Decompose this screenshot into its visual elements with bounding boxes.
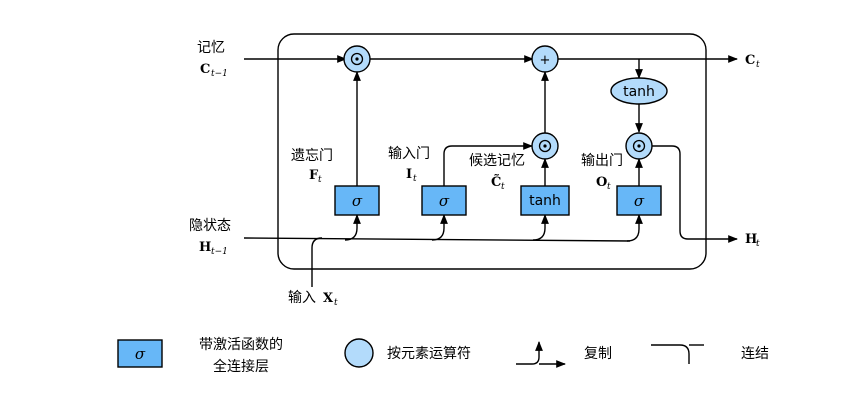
- memory-tanh-op: tanh: [610, 77, 668, 105]
- output-gate: σ: [616, 185, 662, 216]
- candidate-gate: tanh: [520, 185, 570, 216]
- input-x-symbol: X: [323, 291, 334, 306]
- legend-copy-label: 复制: [584, 345, 612, 362]
- forget-multiply-op: [343, 45, 371, 73]
- output-gate-sigma: σ: [634, 192, 645, 210]
- legend: σ 带激活函数的 全连接层 按元素运算符 复制 连结: [117, 336, 769, 375]
- legend-op-swatch: [344, 338, 374, 368]
- input-gate-sigma: σ: [439, 192, 450, 210]
- lstm-cell-boundary: [277, 33, 707, 270]
- candidate-sub: t: [501, 182, 505, 192]
- memory-in-label: 记忆: [197, 40, 225, 56]
- legend-copy-arrow: [516, 341, 543, 365]
- input-gate: σ: [421, 185, 467, 216]
- input-x-label: 输入: [288, 290, 316, 306]
- forget-gate-sigma: σ: [352, 192, 363, 210]
- to-input-gate-wire: [431, 214, 448, 241]
- to-output-gate-wire: [626, 214, 643, 242]
- legend-copy-item: 复制: [516, 341, 612, 368]
- hidden-out-symbol: H: [745, 232, 757, 247]
- add-op-symbol: +: [540, 53, 551, 68]
- input-gate-label: 输入门: [388, 146, 430, 162]
- legend-concat-line: [651, 344, 690, 364]
- legend-fc-swatch: [117, 339, 163, 368]
- legend-concat-item: 连结: [651, 344, 769, 364]
- input-gate-sub: t: [413, 174, 417, 184]
- memory-tanh-label: tanh: [623, 84, 655, 100]
- memory-out-symbol: C: [745, 53, 755, 68]
- hidden-in-label: 隐状态: [189, 218, 231, 234]
- candidate-label: 候选记忆: [469, 153, 525, 169]
- to-candidate-gate-wire: [532, 214, 549, 241]
- output-gate-label: 输出门: [581, 153, 623, 169]
- legend-op-item: 按元素运算符: [344, 338, 471, 368]
- legend-fc-line1: 带激活函数的: [199, 336, 283, 353]
- legend-fc-item: σ 带激活函数的 全连接层: [117, 336, 283, 375]
- legend-fc-sigma: σ: [135, 345, 146, 363]
- legend-op-label: 按元素运算符: [387, 346, 471, 362]
- candidate-symbol: C̃: [491, 174, 501, 190]
- output-gate-sub: t: [607, 182, 611, 192]
- forget-gate-sub: t: [318, 175, 322, 185]
- hidden-in-sub: t−1: [211, 247, 228, 257]
- add-op: +: [531, 45, 559, 73]
- forget-gate-symbol: F: [309, 168, 319, 183]
- legend-concat-label: 连结: [741, 346, 769, 362]
- candidate-gate-tanh: tanh: [529, 193, 561, 209]
- hidden-out-sub: t: [756, 239, 760, 249]
- to-forget-gate-wire: [344, 214, 361, 241]
- input-gate-symbol: I: [406, 167, 412, 182]
- output-gate-symbol: O: [596, 175, 607, 190]
- legend-fc-line2: 全连接层: [213, 358, 269, 375]
- memory-out-sub: t: [756, 60, 760, 70]
- candidate-multiply-op: [531, 132, 559, 160]
- forget-gate-label: 遗忘门: [291, 148, 333, 164]
- input-x-wire: [311, 237, 323, 287]
- input-x-sub: t: [334, 298, 338, 308]
- input-gate-to-multiply-wire: [443, 142, 533, 186]
- output-multiply-op: [625, 132, 653, 160]
- hidden-out-wire: [652, 145, 738, 243]
- hidden-in-symbol: H: [199, 240, 211, 255]
- forget-gate: σ: [334, 185, 380, 216]
- memory-in-symbol: C: [200, 62, 210, 77]
- memory-in-sub: t−1: [211, 69, 228, 79]
